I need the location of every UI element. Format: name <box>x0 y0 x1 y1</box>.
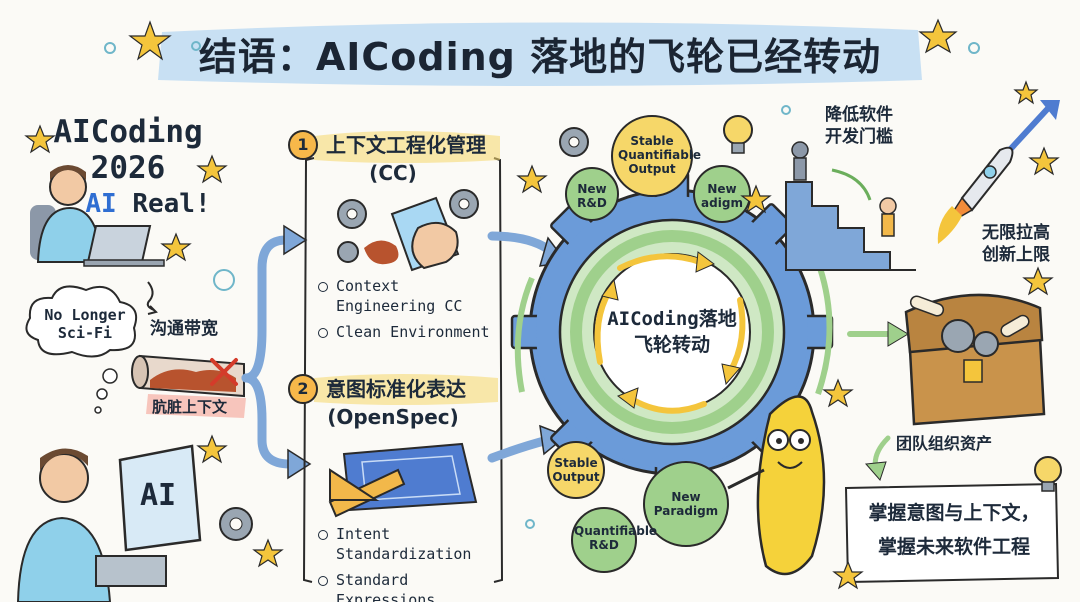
conclusion-line2: 掌握未来软件工程 <box>877 536 1030 558</box>
small-gear-green-bottom <box>643 461 729 547</box>
developer-monitor-illustration <box>16 444 202 602</box>
lower-barrier-label: 降低软件 开发门槛 <box>825 105 893 147</box>
bullet-item: Intent Standardization <box>318 524 498 564</box>
raise-ceiling-label: 无限拉高 创新上限 <box>982 223 1050 265</box>
rocket-illustration <box>937 100 1060 244</box>
section-title: 上下文工程化管理 <box>326 133 486 157</box>
cloud-shape <box>25 285 138 358</box>
page-title: 结语：AICoding 落地的飞轮已经转动 <box>198 34 882 79</box>
ai-real-suffix: Real! <box>132 189 211 219</box>
title-highlight <box>158 22 922 86</box>
small-gear-green-bottomleft <box>571 507 637 573</box>
gear-icon <box>219 507 253 541</box>
dirty-context-label: 肮脏上下文 <box>152 398 228 416</box>
conclusion-text: 掌握意图与上下文， 掌握未来软件工程 <box>856 496 1052 564</box>
small-gear-yellow-bottom <box>547 441 605 499</box>
monitor-ai-text: AI <box>140 478 177 513</box>
clogged-pipe-illustration <box>131 354 245 398</box>
lightbulb-icon <box>723 115 753 154</box>
bandwidth-label: 沟通带宽 <box>150 319 218 339</box>
bullet-item: Context Engineering CC <box>318 276 498 316</box>
gear-label-new-rd: New R&D <box>577 182 607 210</box>
arrow-head <box>287 448 312 480</box>
bullet-text: Context Engineering CC <box>336 277 463 315</box>
gear-label-quantifiable-rd: Quantifiable R&D <box>574 524 658 552</box>
section-bullets: Intent Standardization Standard Expressi… <box>318 524 498 602</box>
blueprint-ruler-illustration <box>328 442 478 518</box>
bullet-text: Clean Environment <box>336 323 490 341</box>
section-title: 意图标准化表达 <box>326 377 466 401</box>
arrow-head <box>283 224 308 256</box>
section-number-badge: 1 <box>288 130 318 160</box>
lightbulb-icon <box>1034 456 1062 492</box>
conclusion-box <box>844 482 1060 584</box>
gear-label-new-adigm: New adigm <box>701 182 743 210</box>
section-number-badge: 2 <box>288 374 318 404</box>
aicoding-label: AICoding 2026 AI Real! <box>38 114 218 222</box>
bullet-text: Standard Expressions <box>336 571 436 602</box>
bullet-dot <box>318 530 328 540</box>
gear-label-stable-quantifiable: Stable Quantifiable Output <box>618 134 702 176</box>
small-gear-green-left <box>565 167 619 221</box>
section-subtitle: (OpenSpec) <box>327 405 459 429</box>
conclusion-line1: 掌握意图与上下文， <box>868 502 1040 524</box>
section-heading: 2 意图标准化表达 <box>288 374 498 404</box>
staircase-illustration <box>785 141 916 271</box>
small-gear-green-right <box>693 165 751 223</box>
small-gear-yellow-top <box>611 115 693 197</box>
developer-laptop-illustration <box>30 165 165 267</box>
branch-arrows <box>241 235 295 469</box>
star-icon <box>24 18 1060 590</box>
bullet-text: Intent Standardization <box>336 525 472 563</box>
aicoding-text: AICoding <box>53 114 203 150</box>
ai-real-text: AI Real! <box>78 186 218 222</box>
banana-mascot <box>727 395 826 576</box>
year-text: 2026 <box>90 150 166 186</box>
gear-label-new-paradigm: New Paradigm <box>653 490 719 518</box>
gear-label-stable-output: Stable Output <box>552 456 600 484</box>
gears-wipe-illustration <box>337 189 479 272</box>
flywheel-center-label: AICoding落地 飞轮转动 <box>598 306 746 358</box>
treasure-chest-illustration <box>904 293 1046 426</box>
bullet-dot <box>318 576 328 586</box>
section-subtitle: (CC) <box>369 161 417 185</box>
flywheel-gear <box>510 170 834 494</box>
bullet-dot <box>318 328 328 338</box>
section-heading: 1 上下文工程化管理 <box>288 130 498 160</box>
team-assets-label: 团队组织资产 <box>896 434 993 453</box>
flywheel-line1: AICoding落地 <box>607 308 737 330</box>
section-context-engineering: 1 上下文工程化管理 (CC) <box>288 130 498 186</box>
no-longer-scifi-label: No Longer Sci-Fi <box>44 306 126 342</box>
section-bullets: Context Engineering CC Clean Environment <box>318 276 498 348</box>
circle-decoration <box>104 41 980 529</box>
ai-real-prefix: AI <box>85 189 117 219</box>
section-intent-standardization: 2 意图标准化表达 (OpenSpec) <box>288 374 498 430</box>
bullet-item: Clean Environment <box>318 322 498 342</box>
flywheel-line2: 飞轮转动 <box>633 334 710 356</box>
bullet-dot <box>318 282 328 292</box>
bullet-item: Standard Expressions <box>318 570 498 602</box>
